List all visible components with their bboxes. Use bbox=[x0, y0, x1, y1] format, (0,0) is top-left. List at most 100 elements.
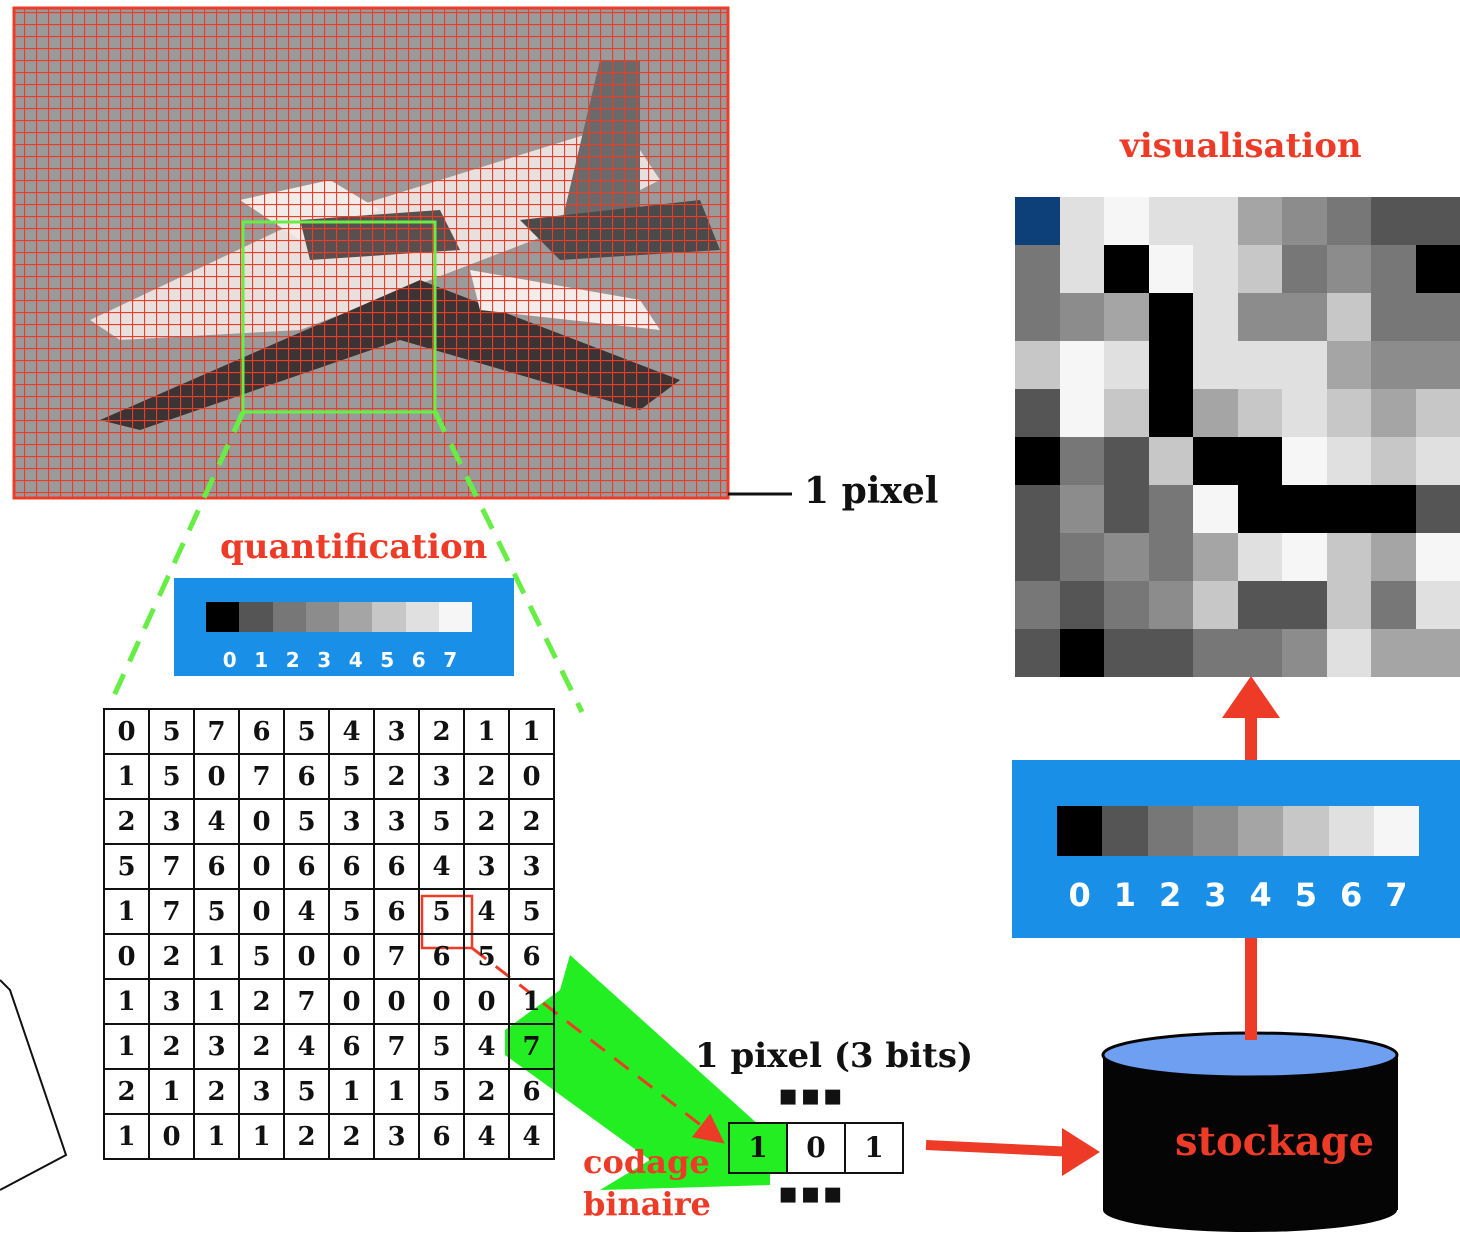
viz-pixel bbox=[1015, 581, 1060, 629]
viz-pixel bbox=[1237, 341, 1282, 389]
viz-pixel bbox=[1015, 437, 1060, 485]
grid-cell: 1 bbox=[103, 1023, 150, 1070]
grid-cell: 5 bbox=[418, 798, 465, 845]
viz-pixel bbox=[1237, 485, 1282, 533]
grid-cell: 5 bbox=[418, 1023, 465, 1070]
viz-pixel bbox=[1015, 293, 1060, 341]
grid-cell: 0 bbox=[103, 933, 150, 980]
viz-pixel bbox=[1415, 485, 1460, 533]
grid-cell: 2 bbox=[103, 798, 150, 845]
viz-pixel bbox=[1415, 629, 1460, 677]
viz-pixel bbox=[1193, 629, 1238, 677]
grid-cell: 5 bbox=[463, 933, 510, 980]
viz-pixel bbox=[1371, 629, 1416, 677]
viz-pixel bbox=[1193, 389, 1238, 437]
grid-cell: 1 bbox=[148, 1068, 195, 1115]
viz-pixel bbox=[1237, 629, 1282, 677]
viz-pixel bbox=[1104, 581, 1149, 629]
viz-pixel bbox=[1415, 389, 1460, 437]
viz-pixel bbox=[1104, 437, 1149, 485]
viz-pixel bbox=[1237, 245, 1282, 293]
grid-cell: 0 bbox=[328, 933, 375, 980]
binaire-label: binaire bbox=[583, 1185, 711, 1223]
grid-cell: 3 bbox=[148, 978, 195, 1025]
grid-cell: 6 bbox=[373, 888, 420, 935]
viz-pixel bbox=[1282, 533, 1327, 581]
grid-cell: 6 bbox=[283, 843, 330, 890]
grid-cell: 2 bbox=[463, 753, 510, 800]
viz-pixel bbox=[1193, 437, 1238, 485]
grid-cell: 1 bbox=[463, 708, 510, 755]
quant-palette-level-7: 7 bbox=[443, 648, 458, 672]
grid-cell: 2 bbox=[103, 1068, 150, 1115]
grid-cell: 3 bbox=[373, 1113, 420, 1160]
grid-cell: 5 bbox=[418, 888, 465, 935]
grid-cell: 1 bbox=[508, 708, 555, 755]
grid-cell: 1 bbox=[193, 978, 240, 1025]
viz-palette-level-0: 0 bbox=[1068, 876, 1091, 914]
quant-palette-swatch-1 bbox=[239, 602, 273, 632]
grid-cell: 5 bbox=[283, 798, 330, 845]
viz-pixel bbox=[1104, 197, 1149, 245]
grid-cell: 6 bbox=[328, 1023, 375, 1070]
grid-cell: 6 bbox=[193, 843, 240, 890]
grid-cell: 5 bbox=[418, 1068, 465, 1115]
grid-cell: 4 bbox=[283, 888, 330, 935]
viz-pixel bbox=[1148, 197, 1193, 245]
zoom-line-left bbox=[109, 410, 246, 702]
grid-cell: 2 bbox=[238, 978, 285, 1025]
viz-pixel bbox=[1415, 245, 1460, 293]
viz-pixel bbox=[1371, 485, 1416, 533]
viz-pixel bbox=[1015, 629, 1060, 677]
grid-cell: 7 bbox=[148, 888, 195, 935]
grid-cell: 1 bbox=[103, 1113, 150, 1160]
grid-cell: 4 bbox=[193, 798, 240, 845]
viz-pixel bbox=[1148, 245, 1193, 293]
grid-cell: 5 bbox=[148, 753, 195, 800]
viz-pixel bbox=[1371, 581, 1416, 629]
grid-cell: 5 bbox=[283, 1068, 330, 1115]
viz-palette-swatch-3 bbox=[1192, 806, 1238, 856]
viz-pixel bbox=[1193, 197, 1238, 245]
viz-pixel bbox=[1148, 533, 1193, 581]
grid-cell: 5 bbox=[103, 843, 150, 890]
viz-pixel bbox=[1282, 485, 1327, 533]
viz-pixel bbox=[1371, 533, 1416, 581]
ellipsis-bottom: ▪▪▪ bbox=[778, 1176, 845, 1211]
viz-pixel bbox=[1148, 581, 1193, 629]
grid-cell: 3 bbox=[463, 843, 510, 890]
viz-pixel bbox=[1059, 629, 1104, 677]
viz-pixel bbox=[1326, 581, 1371, 629]
viz-pixel bbox=[1326, 341, 1371, 389]
storage-cylinder bbox=[1101, 1031, 1399, 1232]
grid-cell: 0 bbox=[103, 708, 150, 755]
grid-cell: 3 bbox=[373, 798, 420, 845]
viz-pixel bbox=[1415, 437, 1460, 485]
viz-palette-swatch-0 bbox=[1057, 806, 1103, 856]
viz-pixel bbox=[1148, 341, 1193, 389]
viz-pixel bbox=[1371, 197, 1416, 245]
grid-cell: 0 bbox=[373, 978, 420, 1025]
quant-palette-swatch-5 bbox=[372, 602, 406, 632]
viz-pixel bbox=[1104, 485, 1149, 533]
grid-cell: 4 bbox=[418, 843, 465, 890]
viz-pixel bbox=[1059, 389, 1104, 437]
palette-swatch-strip bbox=[206, 602, 472, 632]
quant-palette-swatch-7 bbox=[438, 602, 472, 632]
viz-pixel bbox=[1237, 581, 1282, 629]
viz-pixel bbox=[1415, 197, 1460, 245]
quant-palette-swatch-6 bbox=[405, 602, 439, 632]
viz-pixel bbox=[1015, 533, 1060, 581]
viz-pixel bbox=[1148, 485, 1193, 533]
grid-cell: 5 bbox=[148, 708, 195, 755]
viz-pixel bbox=[1193, 341, 1238, 389]
viz-pixel bbox=[1326, 245, 1371, 293]
grid-cell: 5 bbox=[283, 708, 330, 755]
quant-palette-level-5: 5 bbox=[380, 648, 395, 672]
